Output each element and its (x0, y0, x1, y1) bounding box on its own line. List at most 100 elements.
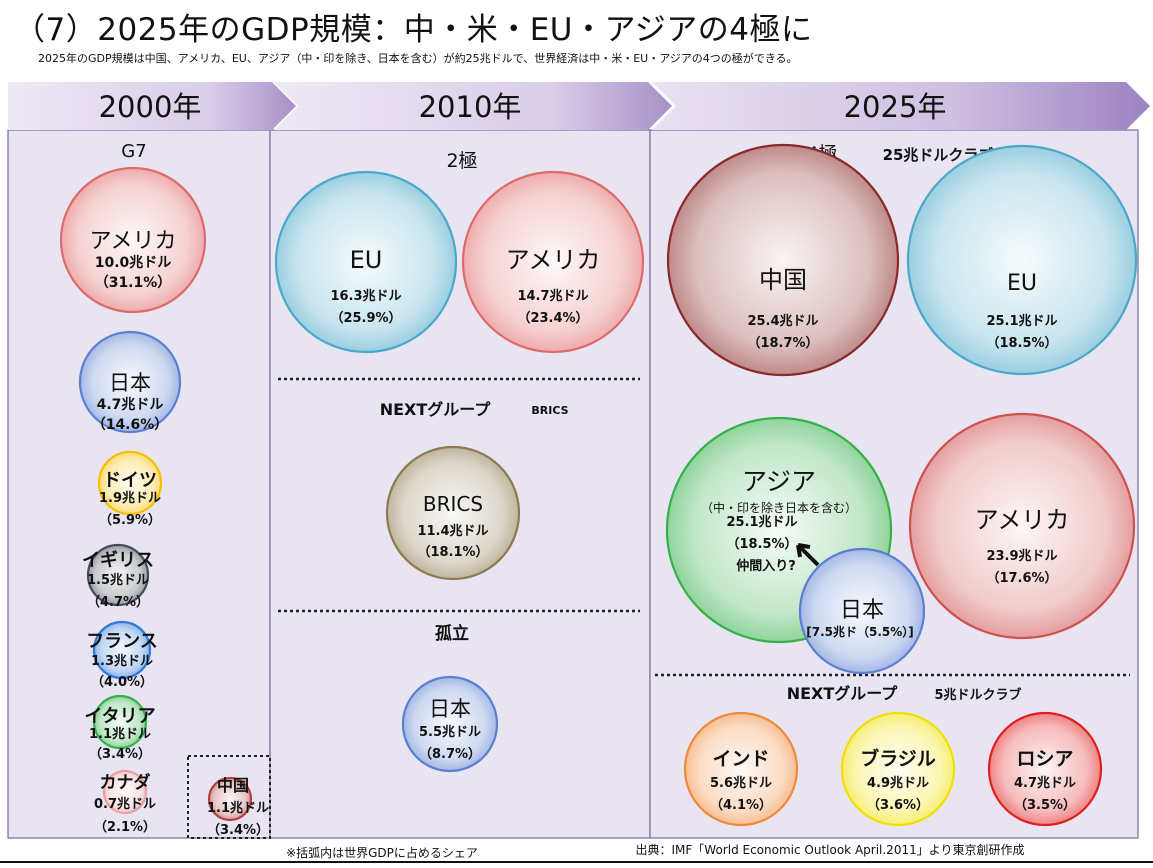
bubble-2010-1 (461, 170, 645, 354)
value-2000-5: 1.1兆ドル (89, 726, 151, 742)
share-2025-eu: （18.5%） (986, 335, 1057, 351)
page-subtitle: 2025年のGDP規模は中国、アメリカ、EU、アジア（中・印を除き、日本を含む）… (38, 52, 798, 65)
bubble-2000-outside (207, 776, 253, 822)
next-group-2025: NEXTグループ (787, 684, 899, 703)
sub-2025-asia: （中・印を除き日本を含む） (701, 500, 857, 515)
bubble-2010-japan (401, 675, 499, 773)
footnote: ※括弧内は世界GDPに占めるシェア (286, 845, 478, 860)
bubble-2000-5 (92, 694, 148, 750)
value-2000-2: 1.9兆ドル (99, 490, 161, 506)
value-2025-china: 25.4兆ドル (747, 313, 818, 329)
bubble-2025-china (666, 143, 900, 377)
name-2000-6: カナダ (100, 772, 151, 793)
name-2010-japan: 日本 (429, 697, 471, 721)
share-2025-next-0: （4.1%） (710, 797, 772, 813)
page-title: （7）2025年のGDP規模：中・米・EU・アジアの4極に (14, 12, 813, 48)
value-2000-outside: 1.1兆ドル (207, 800, 269, 816)
share-2025-usa: （17.6%） (986, 570, 1057, 586)
name-2025-next-2: ロシア (1016, 748, 1073, 770)
name-2025-asia: アジア (742, 467, 816, 496)
bubble-2000-3 (86, 543, 150, 607)
share-2010-0: （25.9%） (330, 310, 401, 326)
bubble-2025-next-0 (683, 711, 799, 827)
heading-g7: G7 (121, 141, 146, 162)
name-2000-5: イタリア (84, 706, 155, 727)
value-2000-1: 4.7兆ドル (97, 397, 164, 413)
bubble-2010-brics (385, 445, 521, 581)
share-2000-6: （2.1%） (94, 819, 156, 835)
era-header-2000 (8, 82, 296, 130)
name-2025-japan: 日本 (840, 598, 884, 623)
name-2010-0: EU (350, 246, 383, 274)
value-2025-next-0: 5.6兆ドル (710, 775, 772, 791)
share-2000-0: （31.1%） (95, 275, 172, 291)
era-label-2025: 2025年 (844, 90, 947, 124)
name-2025-usa: アメリカ (975, 506, 1070, 534)
bubble-2000-6 (102, 769, 148, 815)
share-2000-outside: （3.4%） (207, 822, 269, 838)
share-2000-1: （14.6%） (92, 417, 169, 433)
club-25: 25兆ドルクラブ (883, 146, 994, 164)
bubble-2000-2 (97, 450, 163, 516)
share-2010-brics: （18.1%） (417, 544, 488, 560)
four-pole-circles: 中国 25.4兆ドル （18.7%） EU 25.1兆ドル （18.5%） アジア （中・印を… (665, 143, 1138, 827)
brics-tag: BRICS (531, 404, 568, 417)
name-2000-0: アメリカ (90, 229, 177, 254)
share-2000-3: （4.7%） (87, 594, 149, 610)
club-5: 5兆ドルクラブ (934, 687, 1021, 703)
share-2025-asia: （18.5%） (726, 536, 797, 552)
name-2000-outside: 中国 (217, 776, 249, 795)
share-2010-1: （23.4%） (517, 310, 588, 326)
value-2000-6: 0.7兆ドル (94, 796, 156, 812)
share-2025-next-2: （3.5%） (1014, 797, 1076, 813)
arrow-label: 仲間入り? (736, 558, 796, 574)
share-2010-japan: （8.7%） (419, 746, 481, 762)
outside-box (187, 755, 271, 839)
name-2000-2: ドイツ (103, 470, 157, 491)
bubble-2000-0 (59, 166, 207, 314)
bubble-2010-0 (274, 170, 458, 354)
value-2010-0: 16.3兆ドル (330, 288, 401, 304)
name-2000-1: 日本 (109, 371, 151, 395)
next-group-2010: NEXTグループ (380, 400, 492, 419)
bubble-2025-next-2 (987, 711, 1103, 827)
isolated-heading: 孤立 (435, 623, 469, 644)
name-2025-eu: EU (1007, 271, 1037, 296)
bubble-2025-eu (906, 144, 1138, 376)
share-2025-china: （18.7%） (747, 335, 818, 351)
name-2025-next-1: ブラジル (860, 747, 936, 770)
name-2010-1: アメリカ (506, 246, 601, 274)
value-2025-next-1: 4.9兆ドル (867, 775, 929, 791)
value-2000-4: 1.3兆ドル (91, 653, 153, 669)
name-2000-4: フランス (86, 631, 158, 652)
value-2025-usa: 23.9兆ドル (986, 548, 1057, 564)
heading-two-poles: 2極 (446, 150, 477, 172)
value-2000-3: 1.5兆ドル (87, 572, 149, 588)
era-label-2000: 2000年 (99, 90, 202, 124)
share-2000-2: （5.9%） (99, 512, 161, 528)
share-2000-5: （3.4%） (89, 746, 151, 762)
two-pole-circles: EU16.3兆ドル（25.9%）アメリカ14.7兆ドル（23.4%）BRICS1… (274, 170, 645, 773)
value-2025-asia: 25.1兆ドル (726, 514, 797, 530)
share-2000-4: （4.0%） (91, 674, 153, 690)
value-2000-0: 10.0兆ドル (95, 255, 172, 271)
value-2010-1: 14.7兆ドル (517, 288, 588, 304)
bubble-2000-4 (92, 620, 152, 680)
name-2010-brics: BRICS (423, 492, 483, 516)
bubble-2025-japan (798, 547, 926, 675)
source-note: 出典：IMF「World Economic Outlook April.2011… (636, 843, 1025, 857)
label-2025-japan: [7.5兆ド（5.5%）] (806, 624, 914, 639)
join-arrow (796, 543, 820, 567)
bubble-2025-next-1 (840, 711, 956, 827)
value-2025-eu: 25.1兆ドル (986, 313, 1057, 329)
name-2025-next-0: インド (712, 748, 769, 770)
value-2010-japan: 5.5兆ドル (419, 724, 481, 740)
value-2025-next-2: 4.7兆ドル (1014, 775, 1076, 791)
era-label-2010: 2010年 (419, 90, 522, 124)
share-2025-next-1: （3.6%） (867, 797, 929, 813)
name-2000-3: イギリス (82, 550, 154, 571)
era-header-2010 (274, 82, 672, 130)
name-2025-china: 中国 (759, 266, 807, 294)
